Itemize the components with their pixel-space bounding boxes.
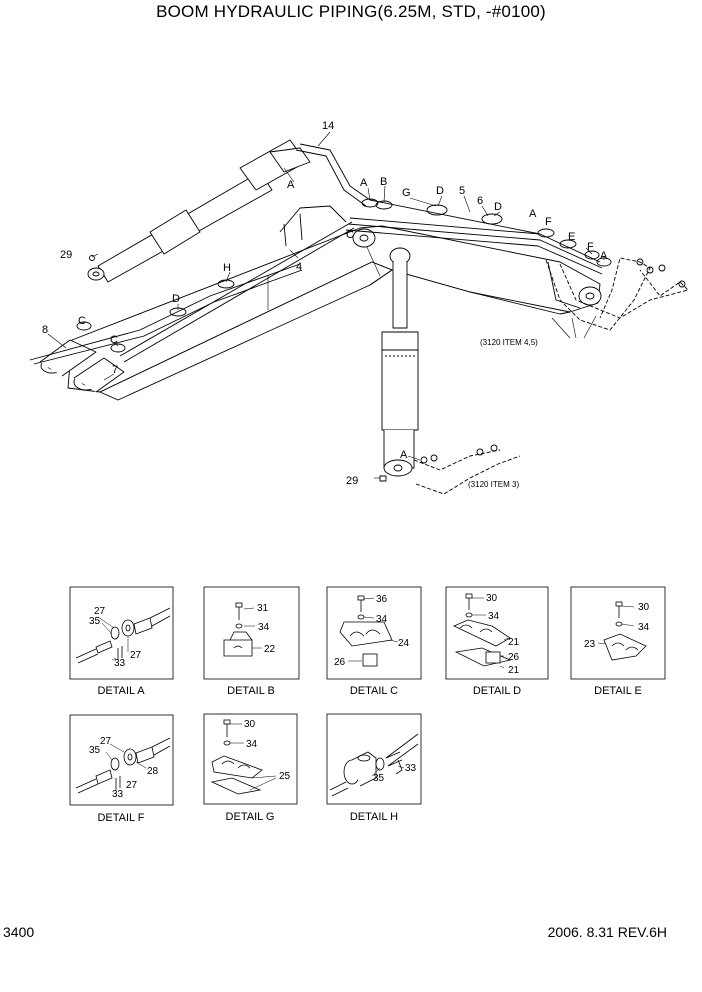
detail-f-label-27a: 27 <box>100 736 112 747</box>
detail-c-label-26: 26 <box>334 657 346 668</box>
callout-a2: A <box>529 208 537 220</box>
detail-d-caption: DETAIL D <box>473 685 521 697</box>
detail-c: 36 34 24 26 DETAIL C <box>334 594 410 697</box>
callout-a-top: A <box>287 179 295 191</box>
callout-6: 6 <box>477 195 483 207</box>
revision-date: 2006. 8.31 REV.6H <box>547 924 667 940</box>
callout-f2: F <box>587 241 594 253</box>
detail-a-caption: DETAIL A <box>97 685 145 697</box>
detail-g-caption: DETAIL G <box>226 811 275 823</box>
detail-a-label-33: 33 <box>114 658 126 669</box>
callout-g: G <box>402 187 411 199</box>
detail-c-label-34: 34 <box>376 614 388 625</box>
detail-g-label-30: 30 <box>244 719 256 730</box>
detail-e-label-30: 30 <box>638 602 650 613</box>
detail-e-label-34: 34 <box>638 622 650 633</box>
detail-c-label-36: 36 <box>376 594 388 605</box>
detail-g-label-25: 25 <box>279 771 291 782</box>
detail-f-label-27b: 27 <box>126 780 138 791</box>
detail-frames <box>69 586 666 806</box>
detail-f-label-33: 33 <box>112 789 124 800</box>
detail-d-label-26: 26 <box>508 652 520 663</box>
boom-assembly <box>29 131 689 495</box>
callout-e: E <box>568 231 575 243</box>
page-title: BOOM HYDRAULIC PIPING(6.25M, STD, -#0100… <box>156 2 546 21</box>
detail-g-label-34: 34 <box>246 739 258 750</box>
detail-e: 30 34 23 DETAIL E <box>584 601 650 697</box>
callout-a-bottom: A <box>400 449 408 461</box>
detail-h: 35 33 DETAIL H <box>329 733 419 823</box>
detail-d-label-21a: 21 <box>508 637 520 648</box>
ref-3120-item-3: (3120 ITEM 3) <box>468 480 519 489</box>
detail-c-label-24: 24 <box>398 638 410 649</box>
callout-d3: D <box>172 293 180 305</box>
callout-a1: A <box>360 177 368 189</box>
detail-e-caption: DETAIL E <box>594 685 642 697</box>
callout-c1: C <box>78 315 86 327</box>
callout-29-bottom: 29 <box>346 475 358 487</box>
detail-h-label-33: 33 <box>405 763 417 774</box>
detail-h-label-35: 35 <box>373 773 385 784</box>
detail-f-label-35: 35 <box>89 745 101 756</box>
detail-a-label-35: 35 <box>89 616 101 627</box>
callout-d2: D <box>494 201 502 213</box>
callout-4: 4 <box>296 261 302 273</box>
detail-h-caption: DETAIL H <box>350 811 398 823</box>
main-callouts: 14 A A B G D 5 6 D A F E F A C 29 H 4 D … <box>42 120 608 489</box>
callout-a3: A <box>600 250 608 262</box>
detail-a-label-27b: 27 <box>130 650 142 661</box>
ref-3120-item-4-5: (3120 ITEM 4,5) <box>480 338 538 347</box>
detail-d: 30 34 21 26 21 DETAIL D <box>453 593 521 697</box>
detail-a: 27 35 33 27 DETAIL A <box>75 606 171 697</box>
callout-c2: C <box>110 334 118 346</box>
callout-8: 8 <box>42 324 48 336</box>
detail-d-label-30: 30 <box>486 593 498 604</box>
detail-f-label-28: 28 <box>147 766 159 777</box>
callout-14: 14 <box>322 120 334 132</box>
callout-c-clamp: C <box>346 229 354 241</box>
callout-29-top: 29 <box>60 249 72 261</box>
callout-5: 5 <box>459 185 465 197</box>
detail-f-caption: DETAIL F <box>97 812 144 824</box>
callout-b: B <box>380 176 387 188</box>
callout-7: 7 <box>112 364 118 376</box>
detail-b-label-34: 34 <box>258 622 270 633</box>
callout-f1: F <box>545 216 552 228</box>
detail-c-caption: DETAIL C <box>350 685 398 697</box>
callout-d1: D <box>436 185 444 197</box>
detail-d-label-34: 34 <box>488 611 500 622</box>
callout-h: H <box>223 262 231 274</box>
detail-d-label-21b: 21 <box>508 665 520 676</box>
detail-b: 31 34 22 DETAIL B <box>223 602 276 697</box>
detail-a-label-27a: 27 <box>94 606 106 617</box>
detail-g: 30 34 25 DETAIL G <box>210 719 291 823</box>
detail-b-label-22: 22 <box>264 644 276 655</box>
detail-f: 27 35 28 33 27 DETAIL F <box>75 736 171 824</box>
detail-e-label-23: 23 <box>584 639 596 650</box>
page-number: 3400 <box>3 924 35 940</box>
detail-b-caption: DETAIL B <box>227 685 275 697</box>
detail-b-label-31: 31 <box>257 603 269 614</box>
